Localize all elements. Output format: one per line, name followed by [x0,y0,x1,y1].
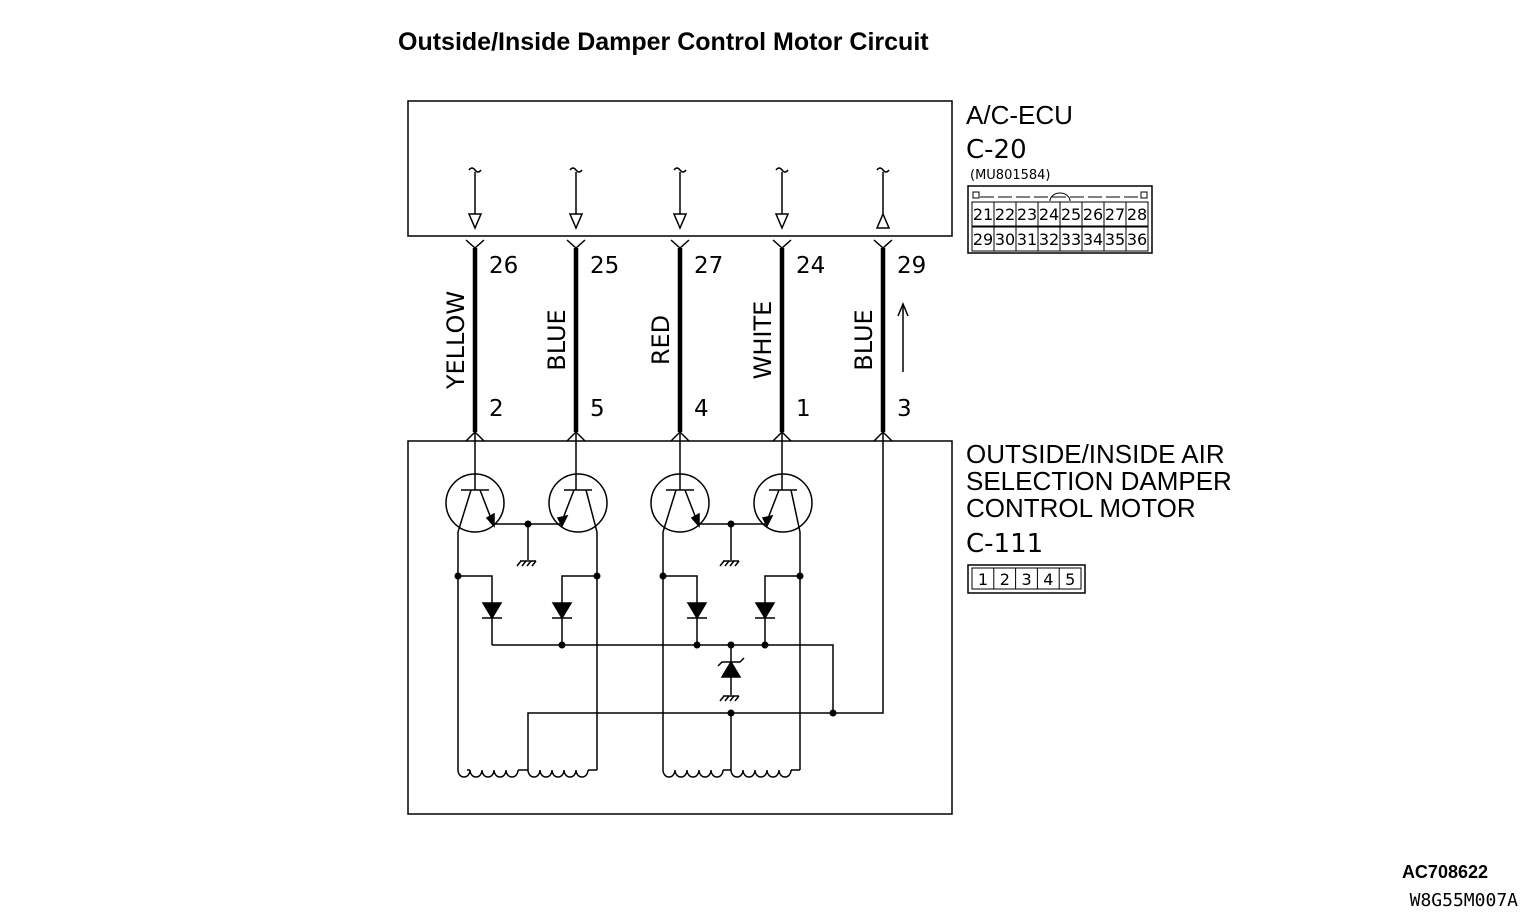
motor-connector-id: C-111 [966,529,1043,559]
stepper-coil-3 [662,769,731,778]
motor-name-line-2: SELECTION DAMPER [966,466,1232,496]
harness-wire: 27 4 RED [647,239,723,450]
figure-code-secondary: W8G55M007A [1410,890,1519,911]
ecu-pin-terminal [566,239,586,250]
zener-diode [717,657,745,678]
diode [686,602,708,620]
motor-connector-pin: 2 [1000,570,1010,589]
motor-pin-number: 3 [897,396,912,422]
transistor-d [753,450,813,533]
ecu-connector-pin: 35 [1105,230,1125,249]
stepper-coil-1 [457,769,528,778]
ecu-pin-terminal [465,239,485,250]
ground-symbol [516,560,537,567]
stepper-coil-4 [730,769,800,778]
ecu-internal-terminals [467,167,891,230]
diagram-title: Outside/Inside Damper Control Motor Circ… [398,28,929,56]
ecu-terminal-input [875,167,891,229]
junction-dots [454,520,837,717]
harness-wire: 29 3 BLUE [850,239,926,450]
harness-wire: 24 1 WHITE [749,239,825,450]
ecu-connector-pin: 23 [1017,205,1037,224]
ecu-pin-terminal [873,239,893,250]
ground-symbol [719,695,740,702]
wire-color-label: YELLOW [442,291,470,390]
ecu-pin-number: 27 [694,253,723,279]
ground-symbol [719,560,740,567]
ecu-connector-pin: 32 [1039,230,1059,249]
ecu-pin-number: 25 [590,253,619,279]
harness-wire: 26 2 YELLOW [442,239,518,450]
ecu-pin-number: 24 [796,253,825,279]
stepper-coil-2 [527,769,597,778]
diode [551,602,573,620]
ecu-connector-pin: 33 [1061,230,1081,249]
ecu-connector-pin: 26 [1083,205,1103,224]
wire-color-label: BLUE [850,309,878,370]
transistor-b [548,450,608,533]
ecu-name: A/C-ECU [966,100,1073,130]
motor-connector-pin: 5 [1065,570,1075,589]
ecu-connector-pin: 30 [995,230,1015,249]
signal-direction-arrow [897,302,909,372]
ecu-connector-pin: 27 [1105,205,1125,224]
transistor-a [445,450,505,533]
harness-wire: 25 5 BLUE [543,239,619,450]
motor-name-line-1: OUTSIDE/INSIDE AIR [966,439,1225,469]
ecu-connector-pin: 34 [1083,230,1103,249]
ecu-terminal-output [568,167,584,230]
ecu-pin-terminal [772,239,792,250]
ecu-connector-pin: 22 [995,205,1015,224]
ecu-terminal-output [467,167,483,230]
ecu-connector-pin: 28 [1127,205,1147,224]
ecu-connector-pin: 31 [1017,230,1037,249]
ecu-terminal-output [774,167,790,230]
motor-connector-pin: 4 [1043,570,1053,589]
diode [481,602,503,620]
ecu-pin-number: 26 [489,253,518,279]
diode [754,602,776,620]
ecu-terminal-output [672,167,688,230]
ecu-part-number: (MU801584) [970,168,1051,183]
motor-name-line-3: CONTROL MOTOR [966,493,1196,523]
wire-color-label: BLUE [543,309,571,370]
harness-wires: 26 2 YELLOW 25 5 BLUE 27 4 RED 24 1 WHITE 29 3 BLUE [442,239,926,450]
ecu-pin-terminal [670,239,690,250]
ecu-connector-id: C-20 [966,135,1027,165]
wire-color-label: WHITE [749,301,777,380]
ecu-connector-pin: 24 [1039,205,1059,224]
ecu-box [407,100,953,237]
ecu-connector-pin: 29 [973,230,993,249]
ecu-connector-pin: 36 [1127,230,1147,249]
motor-pin-number: 2 [489,396,504,422]
wire-color-label: RED [647,315,675,365]
motor-box [407,440,953,815]
ecu-connector-pin: 25 [1061,205,1081,224]
ecu-connector-pin: 21 [973,205,993,224]
motor-pin-number: 4 [694,396,709,422]
figure-code: AC708622 [1402,862,1488,882]
motor-connector-pin: 1 [978,570,988,589]
motor-internal-circuit [445,450,884,778]
motor-connector-pin: 3 [1022,570,1032,589]
ecu-pin-number: 29 [897,253,926,279]
motor-pin-number: 1 [796,396,811,422]
transistor-c [650,450,710,533]
motor-pin-number: 5 [590,396,605,422]
